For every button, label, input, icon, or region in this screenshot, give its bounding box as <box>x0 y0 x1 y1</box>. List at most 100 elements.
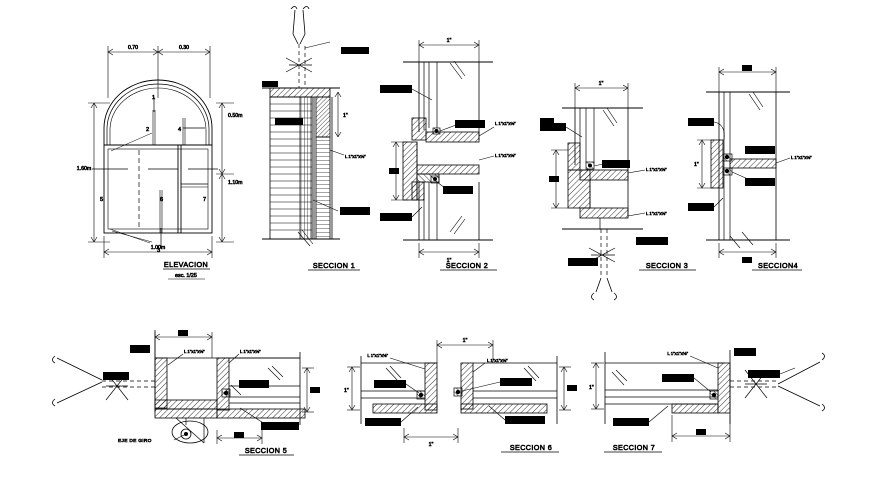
elevation-panel-5: 5 <box>100 197 103 203</box>
section-4-dim-left: 1" <box>694 162 699 168</box>
elevation-dim-top-left: 0.70 <box>128 45 138 51</box>
redaction-block <box>455 120 485 128</box>
elevation-panel-2: 2 <box>146 127 149 133</box>
elevation-bottom-dimension <box>103 236 213 258</box>
section-6-top-dimension <box>436 340 494 363</box>
redaction-block <box>380 85 412 93</box>
section-6-title: SECCION 6 <box>510 443 552 452</box>
elevation-drawing: 0.70 0.30 <box>76 45 243 280</box>
redaction-block <box>696 429 706 435</box>
section-4-spec-1: L 1"x1"x⅛" <box>791 155 812 160</box>
elevation-panel-6: 6 <box>160 197 163 203</box>
redaction-block <box>568 258 598 266</box>
section-5-title: SECCION 5 <box>245 446 287 455</box>
section-2-spec-2: L 1"x1"x⅛" <box>495 153 516 158</box>
section-4-top-dimension <box>718 67 777 92</box>
redaction-block <box>602 160 630 168</box>
section-1-title: SECCION 1 <box>313 261 355 270</box>
redaction-block <box>103 372 129 380</box>
redaction-block <box>310 387 320 393</box>
redaction-block <box>742 65 752 71</box>
redaction-block <box>389 168 399 174</box>
section-5-spec-1: L 1"x1"x⅛" <box>184 349 205 354</box>
section-2-dim-top: 1" <box>447 38 452 44</box>
redaction-block <box>234 432 244 438</box>
elevation-right-dimension <box>216 102 234 243</box>
section-3-top-dimension <box>574 83 629 108</box>
section-3-spec-1: L 1"x1"x⅛" <box>646 167 667 172</box>
redaction-block <box>275 118 303 125</box>
redaction-block <box>340 207 370 215</box>
redaction-block <box>662 374 694 382</box>
section-2-dim-bottom: 1" <box>447 258 452 264</box>
elevation-scale: esc. 1/25 <box>175 273 197 279</box>
redaction-block <box>688 203 714 211</box>
section-6-dim-top: 1" <box>463 338 468 344</box>
elevation-panel-3: 3 <box>157 248 160 254</box>
section-7-drawing: 1" L 1"x1"x⅛" SECCION 7 <box>589 348 825 453</box>
redaction-block <box>745 146 775 154</box>
redaction-block <box>500 378 532 386</box>
redaction-block <box>549 176 559 182</box>
redaction-block <box>567 385 577 391</box>
section-2-top-dimension <box>418 40 480 62</box>
section-2-drawing: 1" <box>380 38 554 271</box>
section-6-dim-bottom: 1" <box>429 442 434 448</box>
elevation-panel-1: 1 <box>152 95 155 101</box>
elevation-title: ELEVACION <box>164 260 208 269</box>
redaction-block <box>239 380 269 388</box>
section-7-left-dimension <box>591 362 604 410</box>
elevation-dim-right-lower: 1.10m <box>228 180 242 186</box>
section-1-dim-1: 1" <box>343 113 348 119</box>
section-3-drawing: 1" <box>540 81 696 301</box>
elevation-dim-right-upper: 0.50m <box>228 113 242 119</box>
elevation-panel-4: 4 <box>178 127 181 133</box>
redaction-block <box>636 237 668 245</box>
redaction-block <box>540 118 554 125</box>
section-6-dim-left: 1" <box>344 388 349 394</box>
redaction-block <box>130 345 150 353</box>
redaction-block <box>748 370 780 378</box>
redaction-block <box>262 81 278 87</box>
redaction-block <box>613 418 649 426</box>
elevation-dim-top-right: 0.30 <box>179 45 189 51</box>
redaction-block <box>261 422 299 430</box>
section-6-right-dimension <box>559 366 571 411</box>
elevation-left-dimension <box>88 102 110 243</box>
section-5-spec-2: L 1"x1"x⅛" <box>240 349 261 354</box>
section-7-title: SECCION 7 <box>613 443 655 452</box>
elevation-panel-7: 7 <box>203 197 206 203</box>
elevation-dim-left: 1.60m <box>77 166 91 172</box>
section-5-drawing: L 1"x1"x⅛" L 1"x1"x⅛" EJE DE GIRO SECCIO… <box>52 330 320 456</box>
redaction-block <box>443 186 473 194</box>
redaction-block <box>380 213 412 221</box>
redaction-block <box>734 348 756 356</box>
redaction-block <box>341 47 369 54</box>
redaction-block <box>505 416 545 424</box>
section-6-bottom-dimension <box>403 428 459 443</box>
redaction-block <box>742 257 752 263</box>
section-7-spec-1: L 1"x1"x⅛" <box>667 351 688 356</box>
section-5-right-dimension <box>302 367 314 413</box>
elevation-top-dimension <box>107 46 211 98</box>
section-6-spec-2: L 1"x1"x⅛" <box>487 358 508 363</box>
section-3-spec-2: L 1"x1"x⅛" <box>646 211 667 216</box>
redaction-block <box>374 380 406 388</box>
redaction-block <box>178 330 188 336</box>
section-2-title: SECCION 2 <box>446 261 488 270</box>
redaction-block <box>688 118 714 126</box>
section-3-title: SECCION 3 <box>646 261 688 270</box>
section-4-left-dimension <box>697 139 714 189</box>
section-7-dim-left: 1" <box>589 385 594 391</box>
section-3-dim-top: 1" <box>599 81 604 87</box>
section-1-drawing: 1" L 1"x1"x⅛" SECCION 1 <box>262 6 370 271</box>
elevation-dim-bottom: 1.00m <box>151 245 165 251</box>
section-6-drawing: 1" 1" <box>344 338 577 453</box>
section-2-spec-1: L 1"x1"x⅛" <box>495 121 516 126</box>
section-6-spec-1: L 1"x1"x⅛" <box>367 353 388 358</box>
redaction-block <box>365 418 401 426</box>
section-6-left-dimension <box>347 366 360 411</box>
redaction-block <box>540 123 566 131</box>
